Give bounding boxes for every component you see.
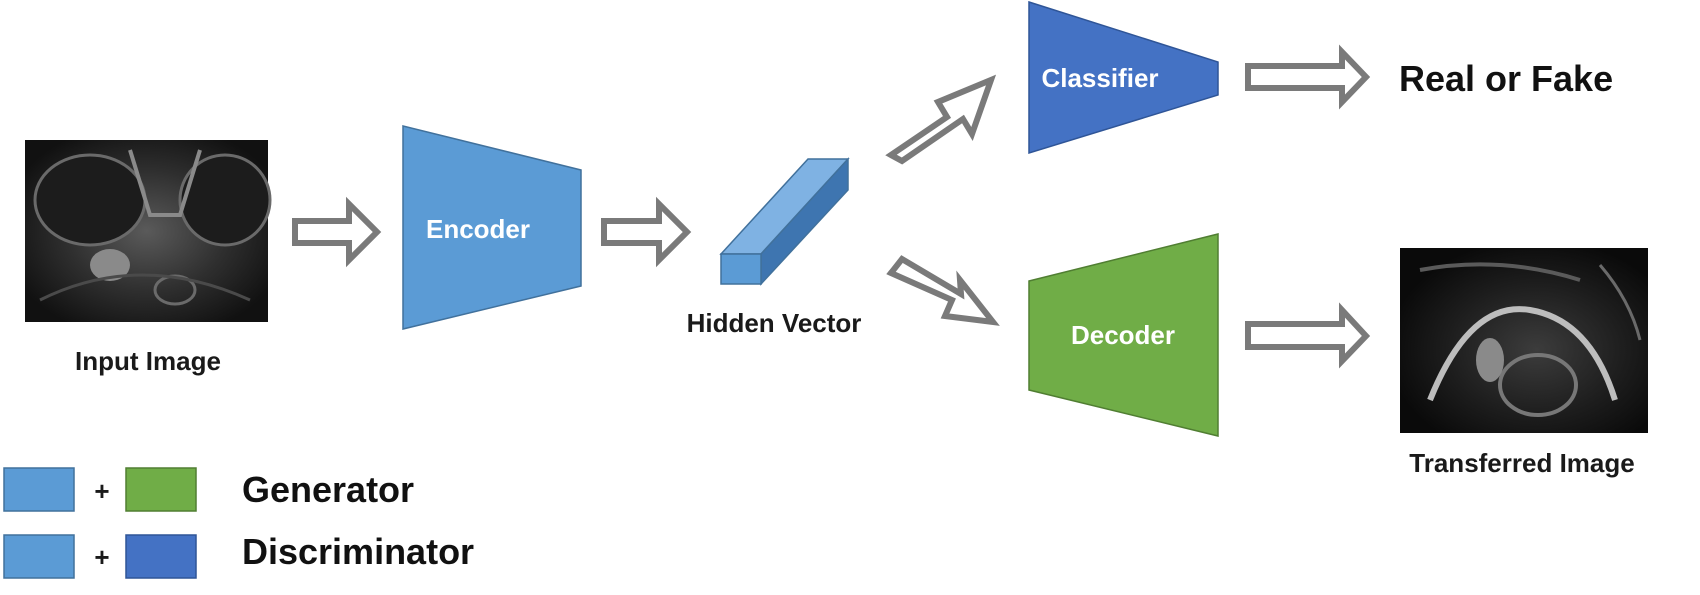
transferred-image-caption: Transferred Image <box>1409 448 1634 478</box>
legend-encoder-swatch-2 <box>3 534 75 579</box>
decoder-label: Decoder <box>1071 320 1175 350</box>
legend: + Generator + Discriminator <box>3 467 474 579</box>
encoder-block <box>402 125 582 330</box>
hidden-vector-icon <box>719 157 850 286</box>
arrow-input-to-encoder <box>292 196 382 268</box>
legend-decoder-swatch <box>125 467 197 512</box>
legend-discriminator-label: Discriminator <box>242 531 474 572</box>
arrow-encoder-to-vector <box>601 196 692 268</box>
input-image <box>25 140 272 322</box>
legend-classifier-swatch <box>125 534 197 579</box>
legend-plus-2: + <box>94 542 109 572</box>
legend-encoder-swatch-1 <box>3 467 75 512</box>
classifier-label: Classifier <box>1041 63 1158 93</box>
arrow-classifier-to-output <box>1245 44 1371 110</box>
arrow-vector-to-decoder <box>886 255 1000 326</box>
legend-generator-label: Generator <box>242 469 414 510</box>
legend-plus-1: + <box>94 476 109 506</box>
transferred-image <box>1400 248 1648 433</box>
arrow-decoder-to-output <box>1245 302 1371 369</box>
encoder-label: Encoder <box>426 214 530 244</box>
classifier-block <box>1028 0 1219 155</box>
arrow-vector-to-classifier <box>885 74 997 165</box>
real-or-fake-text: Real or Fake <box>1399 58 1613 99</box>
hidden-vector-caption: Hidden Vector <box>687 308 862 338</box>
decoder-block <box>1028 233 1219 437</box>
input-image-caption: Input Image <box>75 346 221 376</box>
